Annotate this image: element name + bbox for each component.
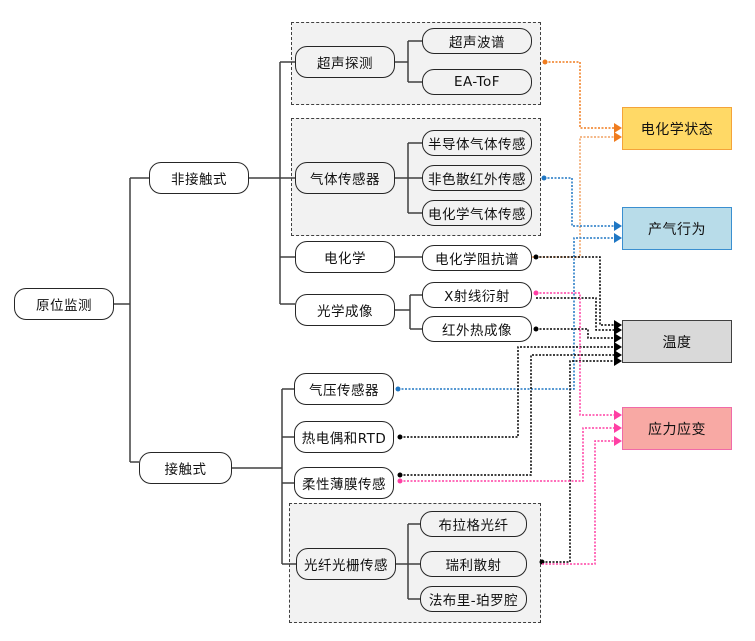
arrow-icon — [614, 132, 622, 142]
conn-eis-to-temp — [536, 256, 614, 326]
tree-contact-branch — [232, 388, 296, 565]
node-label: 瑞利散射 — [445, 558, 502, 574]
node-label: 原位监测 — [36, 298, 92, 314]
arrow-icon — [614, 423, 622, 433]
node-label: 非色散红外传感 — [428, 172, 526, 188]
target-gas-behavior[interactable]: 产气行为 — [622, 207, 732, 250]
target-label: 应力应变 — [648, 421, 706, 438]
node-label: 电化学阻抗谱 — [435, 252, 519, 268]
arrow-icon — [614, 325, 622, 335]
node-ultrasonic[interactable]: 超声探测 — [295, 46, 395, 78]
node-label: 非接触式 — [171, 172, 227, 188]
tree-optical-branch — [395, 294, 422, 330]
arrow-icon — [614, 356, 622, 366]
target-stress-strain[interactable]: 应力应变 — [622, 407, 732, 450]
node-label: 半导体气体传感 — [428, 137, 526, 153]
target-label: 产气行为 — [648, 221, 706, 238]
conn-ir-to-temp — [536, 328, 614, 339]
arrow-icon — [614, 333, 622, 343]
node-electrochem-gas[interactable]: 电化学气体传感 — [422, 200, 532, 226]
conn-eis-to-echem-state — [532, 136, 614, 258]
arrow-icon — [614, 342, 622, 352]
conn-thermocouple-to-temp — [400, 346, 614, 438]
node-pressure-sensor[interactable]: 气压传感器 — [294, 373, 394, 405]
node-label: X射线衍射 — [444, 289, 510, 305]
node-label: 接触式 — [164, 462, 207, 478]
node-fabry-perot[interactable]: 法布里-珀罗腔 — [420, 586, 527, 612]
node-ultrasonic-spectrum[interactable]: 超声波谱 — [422, 28, 532, 54]
node-noncontact[interactable]: 非接触式 — [149, 162, 249, 194]
node-label: 超声探测 — [317, 56, 373, 72]
tree-fiber-branch — [396, 523, 420, 600]
tree-root-branch — [114, 177, 149, 463]
node-label: 气压传感器 — [309, 383, 379, 399]
node-rayleigh[interactable]: 瑞利散射 — [420, 551, 527, 577]
node-label: 超声波谱 — [449, 35, 505, 51]
conn-flexfilm-to-temp — [400, 354, 614, 476]
node-ir-thermal[interactable]: 红外热成像 — [422, 316, 532, 342]
node-root[interactable]: 原位监测 — [14, 288, 114, 320]
node-flex-film[interactable]: 柔性薄膜传感 — [294, 467, 394, 499]
conn-flexfilm-to-stress — [400, 427, 614, 482]
conn-fiber-to-temp — [542, 360, 614, 563]
node-fiber-grating[interactable]: 光纤光栅传感 — [296, 548, 396, 580]
node-optical[interactable]: 光学成像 — [295, 294, 395, 326]
node-gas-sensor[interactable]: 气体传感器 — [295, 162, 395, 194]
node-label: 柔性薄膜传感 — [302, 477, 386, 493]
tree-noncontact-branch — [249, 61, 295, 305]
arrow-icon — [614, 233, 622, 243]
node-label: 热电偶和RTD — [301, 431, 387, 447]
node-label: 光纤光栅传感 — [304, 558, 388, 574]
arrow-icon — [614, 410, 622, 420]
node-ndir[interactable]: 非色散红外传感 — [422, 165, 532, 191]
target-electrochemical-state[interactable]: 电化学状态 — [622, 107, 732, 150]
node-label: 法布里-珀罗腔 — [428, 593, 519, 609]
target-label: 温度 — [662, 334, 692, 351]
node-electrochem[interactable]: 电化学 — [295, 241, 395, 273]
conn-dot — [395, 386, 401, 392]
node-label: 布拉格光纤 — [438, 518, 509, 534]
node-semiconductor-gas[interactable]: 半导体气体传感 — [422, 130, 532, 156]
target-temperature[interactable]: 温度 — [622, 320, 732, 363]
arrow-icon — [614, 123, 622, 133]
conn-gas-to-gas-behavior — [544, 177, 614, 227]
node-label: 电化学气体传感 — [428, 207, 526, 223]
node-label: 电化学 — [324, 251, 366, 267]
node-ea-tof[interactable]: EA-ToF — [422, 69, 532, 95]
tree-gas-branch — [395, 142, 422, 214]
node-label: EA-ToF — [453, 74, 501, 90]
conn-pressure-to-gas-behavior — [398, 237, 614, 390]
node-label: 光学成像 — [317, 304, 373, 320]
tree-ultrasonic-branch — [395, 40, 422, 83]
conn-xrd-to-stress — [536, 292, 614, 416]
node-eis[interactable]: 电化学阻抗谱 — [422, 245, 532, 271]
arrow-icon — [614, 221, 622, 231]
node-xrd[interactable]: X射线衍射 — [422, 282, 532, 308]
conn-xrd-to-temp — [536, 297, 614, 331]
target-label: 电化学状态 — [640, 121, 714, 138]
node-thermocouple-rtd[interactable]: 热电偶和RTD — [294, 421, 394, 453]
conn-fiber-to-stress — [542, 440, 614, 565]
node-bragg-fiber[interactable]: 布拉格光纤 — [420, 511, 527, 537]
node-label: 气体传感器 — [310, 172, 380, 188]
node-label: 红外热成像 — [442, 323, 512, 339]
conn-ultrasonic-to-echem-state — [545, 61, 614, 129]
node-contact[interactable]: 接触式 — [139, 452, 232, 484]
arrow-icon — [614, 436, 622, 446]
